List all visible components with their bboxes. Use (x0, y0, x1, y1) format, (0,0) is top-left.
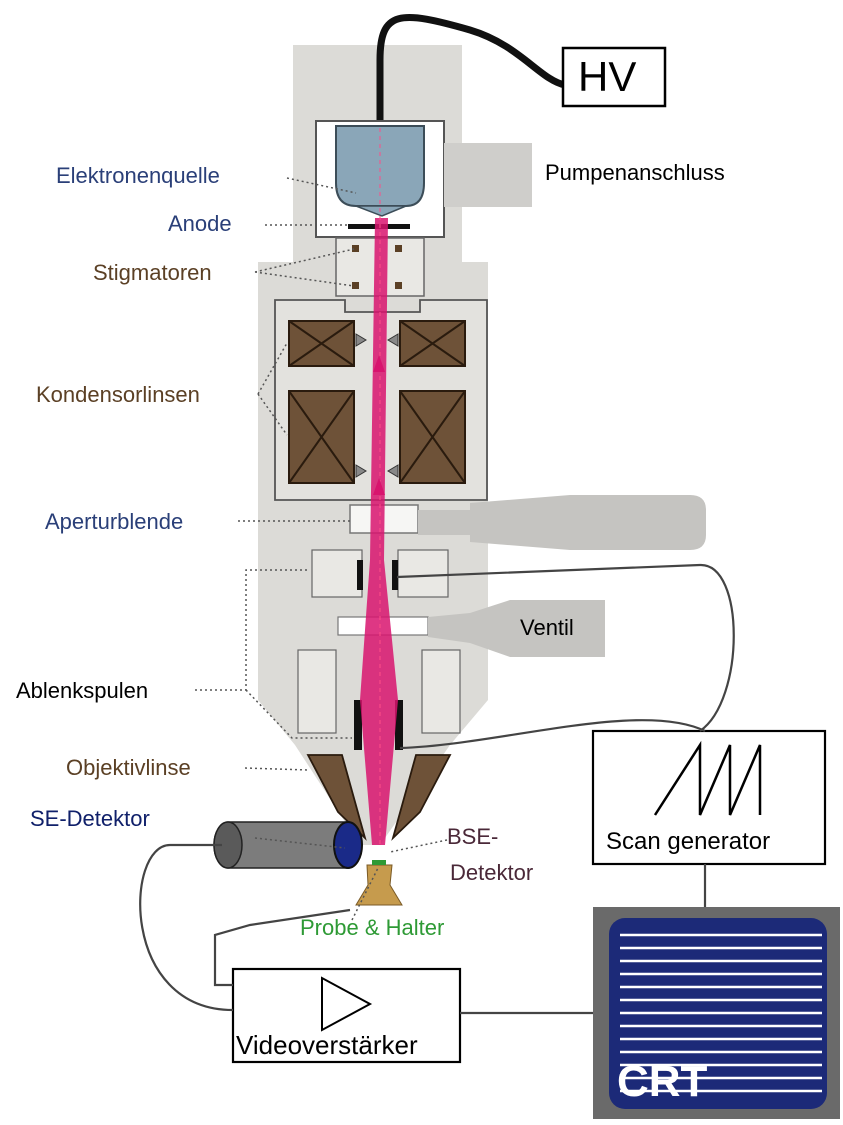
stigmator-pad (395, 245, 402, 252)
deflection-housing-upper (397, 549, 449, 598)
lower-housing (297, 649, 337, 734)
deflection-label: Ablenkspulen (16, 678, 149, 703)
deflection-coil (395, 700, 403, 750)
deflection-housing-upper (311, 549, 363, 598)
valve-body (428, 600, 605, 657)
deflection-coil (354, 700, 362, 750)
stigmator-pad (352, 282, 359, 289)
video-amp-label: Videoverstärker (236, 1030, 418, 1060)
deflection-coil (392, 560, 398, 590)
beam-arrow (373, 355, 385, 372)
crt-label: CRT (617, 1057, 708, 1106)
hv-cable (376, 14, 566, 125)
beam-arrow (373, 478, 385, 495)
condenser-coil-upper-right (399, 320, 466, 367)
sample-label: Probe & Halter (300, 915, 445, 940)
condenser-coil-lower-right (399, 390, 466, 484)
crt-scanlines (620, 933, 822, 1093)
bse-label-line1: BSE- (447, 824, 499, 849)
stigmator-pad (395, 282, 402, 289)
pole-piece (355, 333, 367, 347)
sawtooth-icon (653, 740, 762, 816)
scan-generator-box (591, 729, 827, 866)
anode-label: Anode (168, 211, 232, 236)
pump-label: Pumpenanschluss (545, 160, 725, 185)
hv-label: HV (578, 53, 637, 100)
sample-holder (355, 864, 403, 906)
pole-piece (355, 464, 367, 478)
se-detector-label: SE-Detektor (30, 806, 150, 831)
hv-box (561, 46, 667, 108)
condenser-coil-upper-left (288, 320, 355, 367)
lower-housing (421, 649, 461, 734)
pole-piece (387, 464, 399, 478)
aperture-holder (418, 495, 706, 550)
amplifier-icon (321, 976, 373, 1032)
condenser-coil-lower-left (288, 390, 355, 484)
leader-lines (195, 177, 448, 921)
deflection-coil (357, 560, 363, 590)
sample (372, 860, 386, 865)
bse-label-line2: Detektor (450, 860, 534, 885)
stigmators-label: Stigmatoren (93, 260, 212, 285)
objective-lens-left (306, 754, 367, 841)
source-label: Elektronenquelle (56, 163, 220, 188)
electron-beam (360, 218, 398, 845)
signal-wires (139, 563, 735, 1015)
pump-port (444, 143, 532, 207)
stigmator-pad (352, 245, 359, 252)
electron-source-tip (355, 205, 407, 217)
condenser-label: Kondensorlinsen (36, 382, 200, 407)
objective-lens-right (391, 754, 452, 841)
valve-label: Ventil (520, 615, 574, 640)
pole-piece (387, 333, 399, 347)
se-detector-cylinder (213, 821, 363, 869)
objective-label: Objektivlinse (66, 755, 191, 780)
scan-generator-label: Scan generator (606, 828, 771, 855)
aperture-label: Aperturblende (45, 509, 184, 534)
